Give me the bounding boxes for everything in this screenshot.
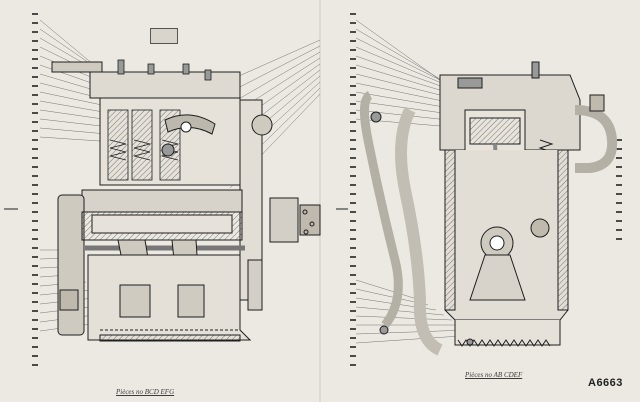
middle-reference-column [350, 13, 356, 366]
leader-line [355, 315, 453, 321]
cross-section-view [360, 61, 618, 356]
leader-line [355, 306, 445, 316]
longitudinal-section-view [51, 59, 321, 342]
leader-line [229, 39, 321, 81]
leader-line [355, 329, 469, 335]
leader-line [229, 51, 321, 105]
right-view-caption: Pièces no AB CDEF [465, 371, 523, 379]
left-reference-column [32, 13, 38, 366]
left-view-caption: Pièces no BCD EFG [116, 388, 175, 396]
leader-line [355, 19, 441, 81]
leader-line [355, 279, 421, 301]
plate-number: A6663 [588, 377, 623, 389]
right-reference-column [616, 139, 622, 240]
approval-stamp [150, 28, 178, 44]
leader-line [355, 28, 451, 86]
leader-line [229, 45, 321, 93]
